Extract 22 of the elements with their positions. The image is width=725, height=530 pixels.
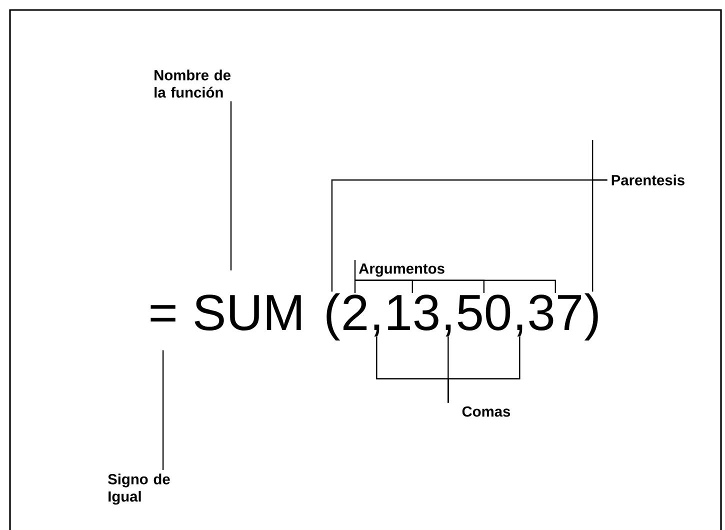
argument-number: 13 [388,294,438,330]
parenthesis: ) [584,293,598,340]
leader-line [592,179,608,292]
comma: , [374,324,380,336]
leader-line [162,350,164,470]
function-name: SUM [194,294,301,330]
leader-line [448,336,520,403]
callout-label: Parentesis [612,174,684,186]
argument-number: 2 [343,294,367,330]
equals-sign: = [150,305,176,322]
callout-label: Nombre de la función [154,70,231,98]
argument-number: 50 [458,294,510,330]
comma: , [446,324,451,336]
comma: , [517,324,522,336]
argument-number: 37 [529,294,582,330]
leader-line [354,260,356,294]
callout-label: Comas [462,406,510,417]
leader-line [230,101,232,270]
leader-line [355,280,556,294]
callout-label: Argumentos [358,264,444,277]
parenthesis: ( [326,293,340,340]
callout-label: Signo de Igual [108,474,170,505]
